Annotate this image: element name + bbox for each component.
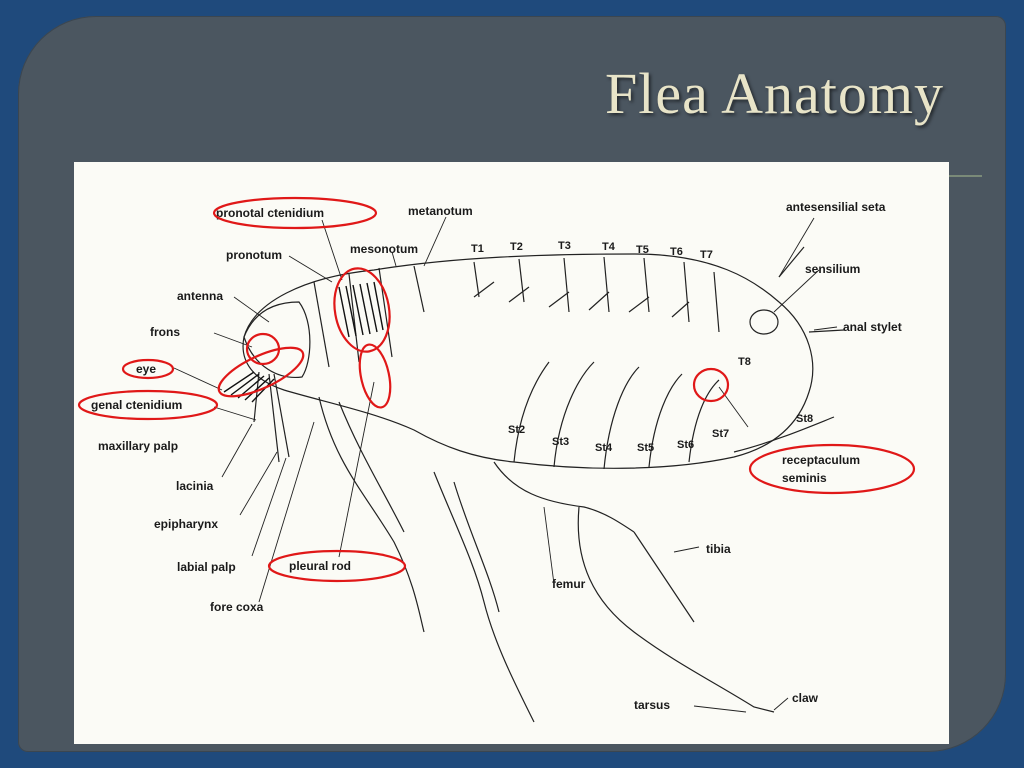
label-St2: St2 xyxy=(508,424,525,436)
label-sensilium: sensilium xyxy=(805,262,860,276)
label-St3: St3 xyxy=(552,436,569,448)
label-fore-coxa: fore coxa xyxy=(210,600,264,614)
label-antesensilial-seta: antesensilial seta xyxy=(786,200,886,214)
label-antenna: antenna xyxy=(177,289,223,303)
label-labial-palp: labial palp xyxy=(177,560,236,574)
label-St6: St6 xyxy=(677,439,694,451)
flea-illustration: pronotal ctenidium metanotum mesonotum p… xyxy=(77,196,916,723)
label-epipharynx: epipharynx xyxy=(154,517,218,531)
label-T4: T4 xyxy=(602,241,616,253)
label-St4: St4 xyxy=(595,442,613,454)
highlight-pronotal-ctenidium xyxy=(212,196,378,230)
label-St8: St8 xyxy=(796,413,813,425)
label-claw: claw xyxy=(792,691,819,705)
highlight-receptaculum xyxy=(692,367,730,403)
label-pronotum: pronotum xyxy=(226,248,282,262)
flea-diagram: pronotal ctenidium metanotum mesonotum p… xyxy=(74,162,949,744)
highlight-genal-ctenidium xyxy=(217,346,305,398)
label-T2: T2 xyxy=(510,241,523,253)
label-eye: eye xyxy=(136,362,156,376)
label-T1: T1 xyxy=(471,243,484,255)
highlight-genal-ctenidium-label xyxy=(77,389,219,421)
highlight-mesonotum-ctenidium xyxy=(333,267,391,353)
label-T3: T3 xyxy=(558,240,571,252)
label-T7: T7 xyxy=(700,249,713,261)
label-mesonotum: mesonotum xyxy=(350,242,418,256)
label-lacinia: lacinia xyxy=(176,479,214,493)
highlight-receptaculum-label xyxy=(748,443,916,495)
label-anal-stylet: anal stylet xyxy=(843,320,902,334)
label-tibia: tibia xyxy=(706,542,731,556)
label-T8: T8 xyxy=(738,356,751,368)
highlight-eye-label xyxy=(121,358,175,380)
label-T5: T5 xyxy=(636,244,649,256)
label-femur: femur xyxy=(552,577,586,591)
highlight-pleural-rod-label xyxy=(267,549,407,583)
slide-title: Flea Anatomy xyxy=(604,61,944,126)
label-T6: T6 xyxy=(670,246,683,258)
flea-body-outline xyxy=(242,246,845,723)
label-maxillary-palp: maxillary palp xyxy=(98,439,178,453)
label-leader-lines xyxy=(173,216,838,713)
label-receptaculum-line1: receptaculum xyxy=(782,453,860,467)
highlight-pleural-rod xyxy=(358,343,392,409)
highlight-circles xyxy=(77,196,916,583)
label-pronotal-ctenidium: pronotal ctenidium xyxy=(216,206,324,220)
label-genal-ctenidium: genal ctenidium xyxy=(91,398,182,412)
label-tarsus: tarsus xyxy=(634,698,670,712)
label-receptaculum-line2: seminis xyxy=(782,471,827,485)
label-metanotum: metanotum xyxy=(408,204,473,218)
label-St5: St5 xyxy=(637,442,654,454)
label-St7: St7 xyxy=(712,428,729,440)
label-frons: frons xyxy=(150,325,180,339)
label-pleural-rod: pleural rod xyxy=(289,559,351,573)
ctenidium-spines xyxy=(223,281,384,403)
